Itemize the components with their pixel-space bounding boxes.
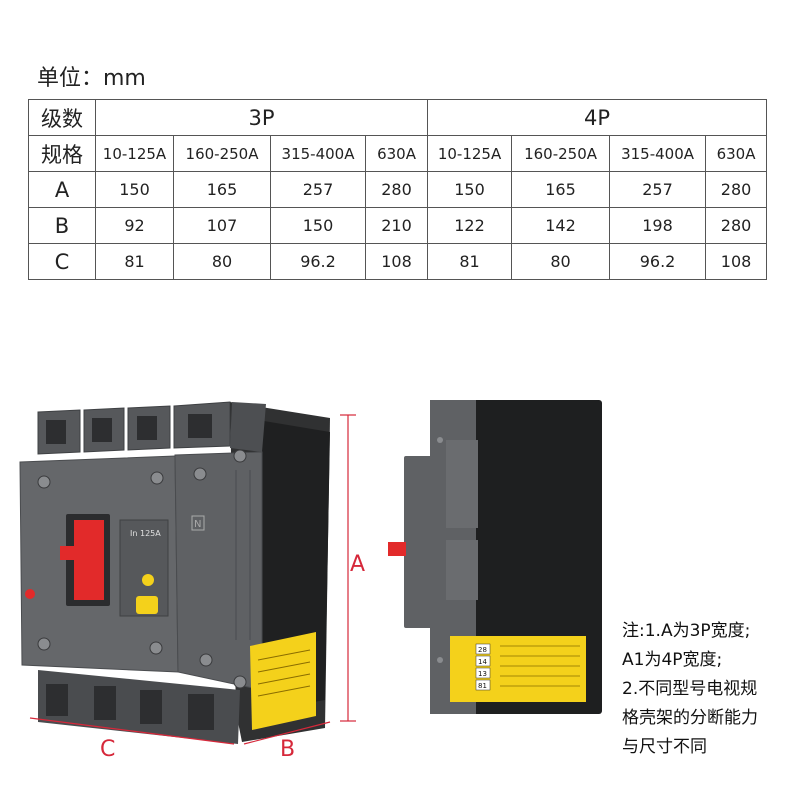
value-cell: 122 [427, 207, 513, 244]
value-cell: 142 [511, 207, 611, 244]
spec-cell: 630A [705, 135, 768, 172]
note-line: 2.不同型号电视规 [622, 679, 758, 699]
value-cell: 165 [511, 171, 611, 208]
group-4p: 4P [427, 99, 768, 136]
value-cell: 198 [609, 207, 707, 244]
value-cell: 150 [427, 171, 513, 208]
header-spec: 规格 [28, 135, 96, 172]
row-label: C [28, 243, 96, 280]
row-label: B [28, 207, 96, 244]
dimension-table: 级数 3P 4P 规格 10-125A 160-250A 315-400A 63… [28, 99, 768, 280]
row-label: A [28, 171, 96, 208]
spec-cell: 160-250A [173, 135, 271, 172]
table-row-series: 级数 3P 4P [28, 99, 768, 136]
dimension-c-label: C [100, 737, 115, 762]
value-cell: 108 [364, 243, 429, 280]
value-cell: 165 [173, 171, 271, 208]
value-cell: 150 [95, 171, 174, 208]
note-line: A1为4P宽度; [622, 650, 723, 670]
unit-label: 单位：mm [37, 66, 146, 91]
table-row-a: A 150 165 257 280 150 165 257 280 [28, 171, 768, 208]
table-row-c: C 81 80 96.2 108 81 80 96.2 108 [28, 243, 768, 280]
value-cell: 107 [173, 207, 271, 244]
dimension-b-label: B [280, 737, 295, 762]
value-cell: 257 [270, 171, 366, 208]
value-cell: 108 [705, 243, 768, 280]
value-cell: 80 [511, 243, 611, 280]
value-cell: 150 [270, 207, 366, 244]
value-cell: 81 [427, 243, 513, 280]
dimension-c-line [29, 717, 235, 745]
spec-cell: 10-125A [95, 135, 174, 172]
spec-cell: 160-250A [511, 135, 611, 172]
value-cell: 81 [95, 243, 174, 280]
value-cell: 96.2 [270, 243, 366, 280]
note-line: 与尺寸不同 [622, 737, 707, 757]
dimension-a-label: A [350, 552, 365, 577]
note-line: 格壳架的分断能力 [622, 708, 758, 728]
spec-cell: 315-400A [270, 135, 366, 172]
value-cell: 210 [364, 207, 429, 244]
value-cell: 280 [364, 171, 429, 208]
value-cell: 92 [95, 207, 174, 244]
table-row-spec: 规格 10-125A 160-250A 315-400A 630A 10-125… [28, 135, 768, 172]
breaker-front-view: In 125A N [19, 401, 330, 744]
spec-cell: 10-125A [427, 135, 513, 172]
warning-number: 13 [478, 670, 487, 678]
dimension-b-line [243, 721, 331, 745]
header-series: 级数 [28, 99, 96, 136]
product-illustration: In 125A N A C B [19, 400, 602, 762]
warning-number: 28 [478, 646, 487, 654]
value-cell: 280 [705, 171, 768, 208]
warning-number: 81 [478, 682, 487, 690]
warning-number: 14 [478, 658, 487, 666]
value-cell: 80 [173, 243, 271, 280]
spec-cell: 630A [364, 135, 429, 172]
rated-current-label: In 125A [130, 529, 161, 538]
value-cell: 280 [705, 207, 768, 244]
value-cell: 257 [609, 171, 707, 208]
spec-cell: 315-400A [609, 135, 707, 172]
size-note: 注:1.A为3P宽度; A1为4P宽度; 2.不同型号电视规 格壳架的分断能力 … [622, 617, 758, 762]
breaker-side-view: 28 14 13 81 [388, 400, 602, 714]
dimension-lines [29, 414, 356, 745]
table-row-b: B 92 107 150 210 122 142 198 280 [28, 207, 768, 244]
note-line: 注:1.A为3P宽度; [622, 621, 751, 641]
svg-text:N: N [194, 519, 201, 530]
group-3p: 3P [94, 99, 429, 136]
value-cell: 96.2 [609, 243, 707, 280]
